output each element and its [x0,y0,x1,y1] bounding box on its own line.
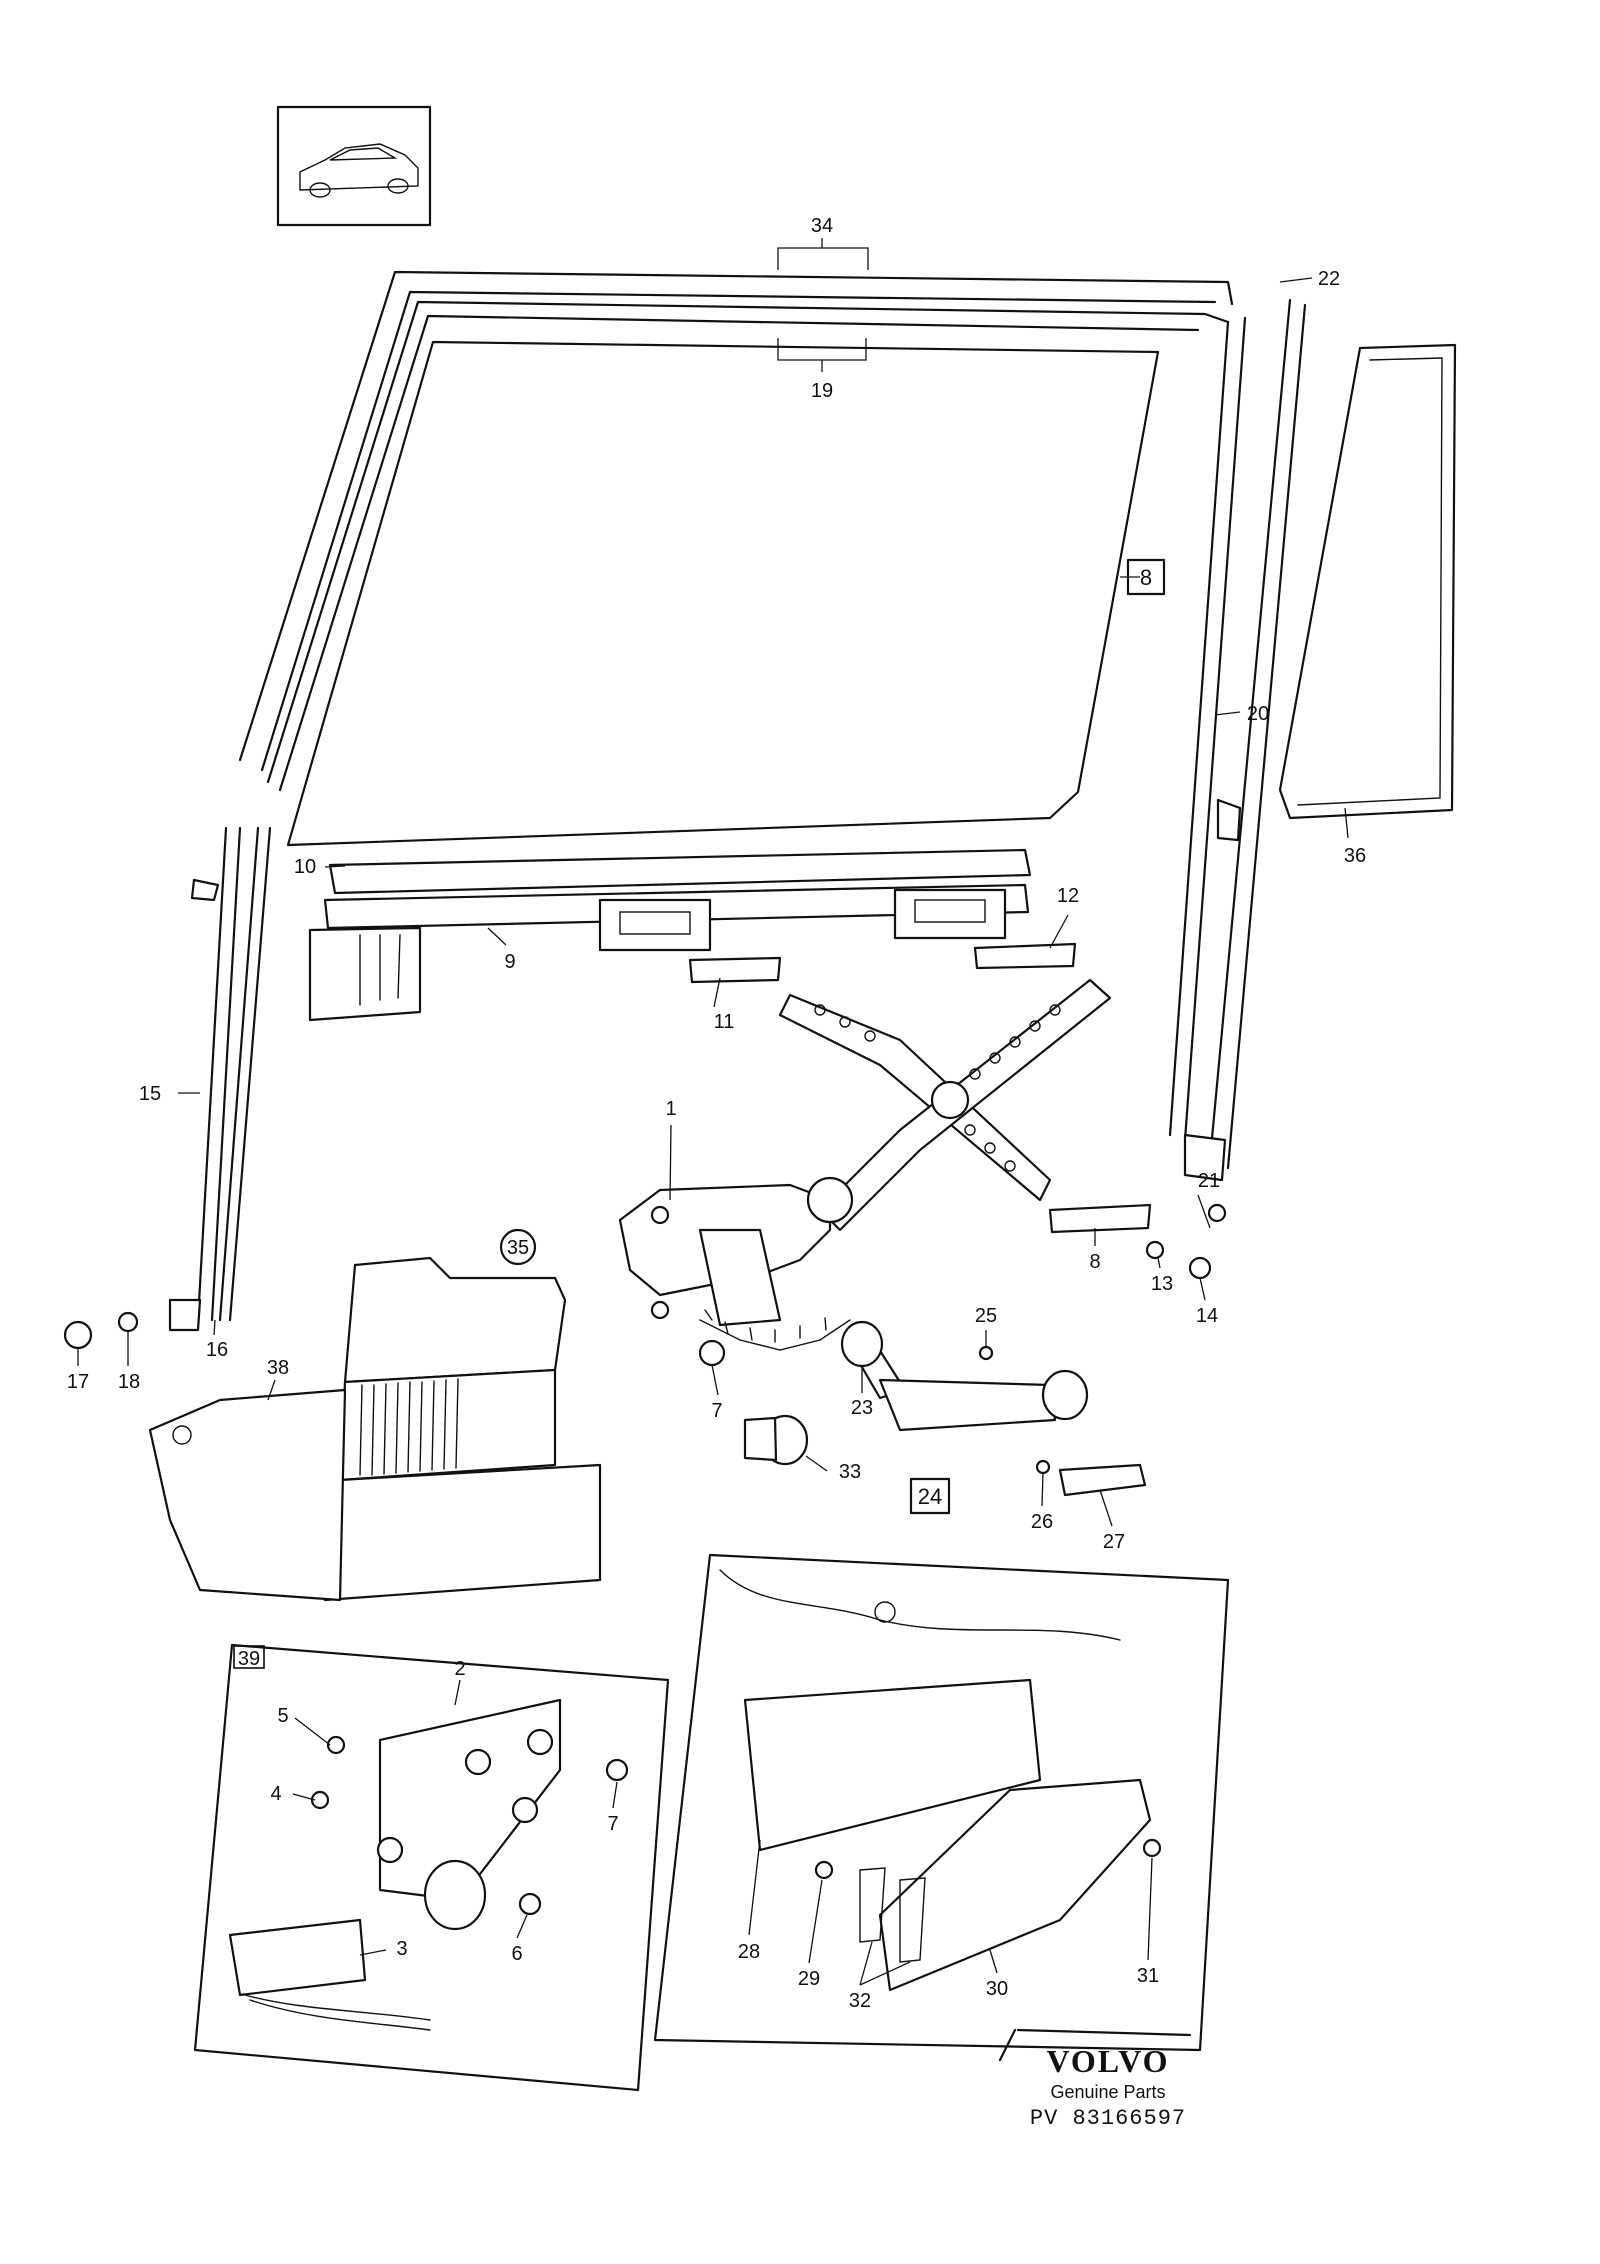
brand-subtitle: Genuine Parts [1050,2082,1165,2102]
callout-1: 1 [665,1098,676,1120]
volvo-logo: VOLVO [1046,2043,1169,2079]
callout-21: 20 [1247,703,1269,725]
callout-33: 32 [849,1990,871,2012]
callout-15: 14 [1196,1305,1218,1327]
glass-lift-channel [308,848,1032,1022]
callout-16: 15 [139,1083,161,1105]
brand-block: VOLVO Genuine Parts PV 83166597 [998,2028,1192,2131]
callout-24: 23 [851,1397,873,1419]
front-guide-rail [168,826,272,1332]
callout-label: 35 [507,1237,529,1259]
rear-guide-rail [1168,298,1307,1182]
door-frame-seal [238,270,1234,792]
electric-motor-inset [193,1643,670,2092]
callout-29: 28 [738,1941,760,1963]
door-interior-inset [653,1553,1230,2052]
quarter-glass [1278,343,1457,820]
callout-4: 4 [270,1783,281,1805]
callout-19: 18 [118,1371,140,1393]
callout-8: 8 [1089,1251,1100,1273]
part-code: PV 83166597 [1030,2106,1186,2131]
callout-37: 36 [1344,845,1366,867]
callout-39: 38 [267,1357,289,1379]
callout-5: 5 [277,1705,288,1727]
callout-label: 8 [1140,565,1152,590]
callout-23: 22 [1318,268,1340,290]
callout-13: 12 [1057,885,1079,907]
callout-2: 2 [454,1658,465,1680]
callout-label: 39 [238,1648,260,1670]
callout-17: 16 [206,1339,228,1361]
callout-12: 11 [714,1011,735,1033]
callout-32: 31 [1137,1965,1159,1987]
regulator-mechanism [618,1176,854,1351]
callout-30: 29 [798,1968,820,1990]
callout-18: 17 [67,1371,89,1393]
callout-10: 9 [504,951,515,973]
callout-31: 30 [986,1978,1008,2000]
callout-11: 10 [294,856,316,878]
slide-blocks [688,942,1152,1234]
circle-label-36: 35 [499,1228,537,1266]
callout-7-lower: 7 [607,1813,618,1835]
car-thumbnail-icon [276,105,432,227]
callout-label: 24 [918,1484,942,1509]
window-crank [843,1333,1147,1497]
callout-28: 27 [1103,1531,1125,1553]
callout-27: 26 [1031,1511,1053,1533]
callout-35: 33 [839,1461,861,1483]
callout-34: 34 [811,215,833,237]
window-glass [286,340,1160,847]
door-pocket-trim [148,1388,347,1602]
small-fasteners [63,1203,1227,1475]
callout-numbers: 34 19 22 20 36 10 9 11 12 15 1 21 8 13 1… [67,215,1366,2012]
box-label-38: 39 [233,1645,265,1670]
callout-20: 19 [811,380,833,402]
callout-3: 3 [396,1938,407,1960]
insulation-panel [323,1256,602,1602]
leader-lines [77,277,1349,1986]
callout-7-upper: 7 [711,1400,722,1422]
callout-22: 21 [1198,1170,1220,1192]
regulator-arms [778,978,1112,1232]
callout-26: 25 [975,1305,997,1327]
callout-6: 6 [511,1943,522,1965]
callout-14: 13 [1151,1273,1173,1295]
box-label-25: 24 [909,1477,951,1515]
